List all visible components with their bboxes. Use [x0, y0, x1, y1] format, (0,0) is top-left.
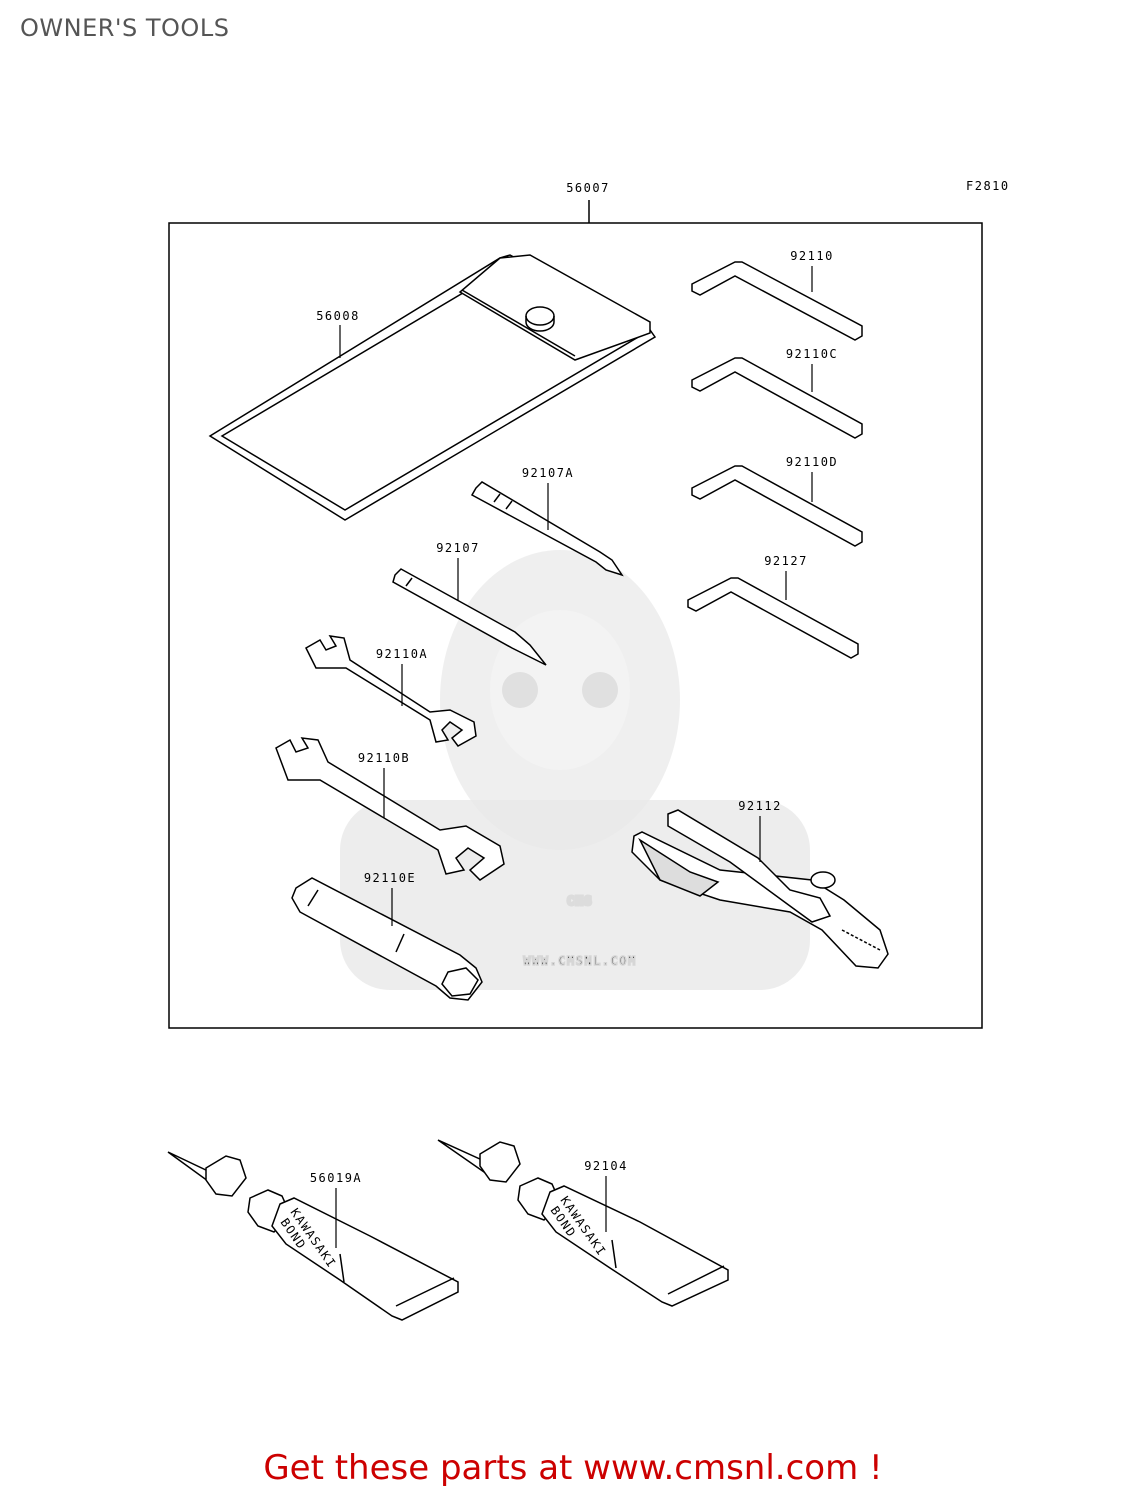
label-hex-wrench-1: 92110	[790, 249, 834, 263]
hex-wrench-icon	[691, 357, 863, 439]
label-pliers: 92112	[738, 799, 782, 813]
label-bond-2: 92104	[584, 1159, 628, 1173]
hex-wrench-icon	[691, 465, 863, 547]
label-hex-wrench-2: 92110C	[786, 347, 838, 361]
label-kit: 56007	[566, 181, 610, 195]
kit-frame	[168, 222, 983, 1029]
hex-wrench-icon	[687, 577, 859, 659]
hex-wrench-icon	[691, 261, 863, 341]
label-hex-wrench-3: 92110D	[786, 455, 838, 469]
bond-tube-icon	[437, 1139, 729, 1307]
cms-watermark: CMS WWW.CMSNL.COM	[340, 550, 810, 990]
label-bond-1: 56019A	[310, 1171, 362, 1185]
label-screwdriver-a: 92107A	[522, 466, 574, 480]
watermark-url: WWW.CMSNL.COM	[523, 954, 636, 968]
spanner-icon	[275, 737, 505, 881]
label-tool-bag: 56008	[316, 309, 360, 323]
footer-link[interactable]: Get these parts at www.cmsnl.com !	[263, 1448, 883, 1488]
box-wrench-icon	[291, 877, 483, 1001]
pliers-icon	[631, 809, 889, 969]
label-spanner-a: 92110A	[376, 647, 428, 661]
tool-bag	[208, 254, 657, 521]
page-title: OWNER'S TOOLS	[20, 14, 230, 42]
screwdriver-icon	[392, 568, 547, 666]
bond-tube-icon	[167, 1151, 459, 1321]
label-box-wrench: 92110E	[364, 871, 416, 885]
label-hex-wrench-4: 92127	[764, 554, 808, 568]
label-screwdriver: 92107	[436, 541, 480, 555]
watermark-brand: CMS	[567, 894, 593, 908]
screwdriver-icon	[470, 481, 624, 577]
spanner-icon	[305, 635, 477, 747]
figure-code: F2810	[966, 179, 1010, 193]
label-spanner-b: 92110B	[358, 751, 410, 765]
